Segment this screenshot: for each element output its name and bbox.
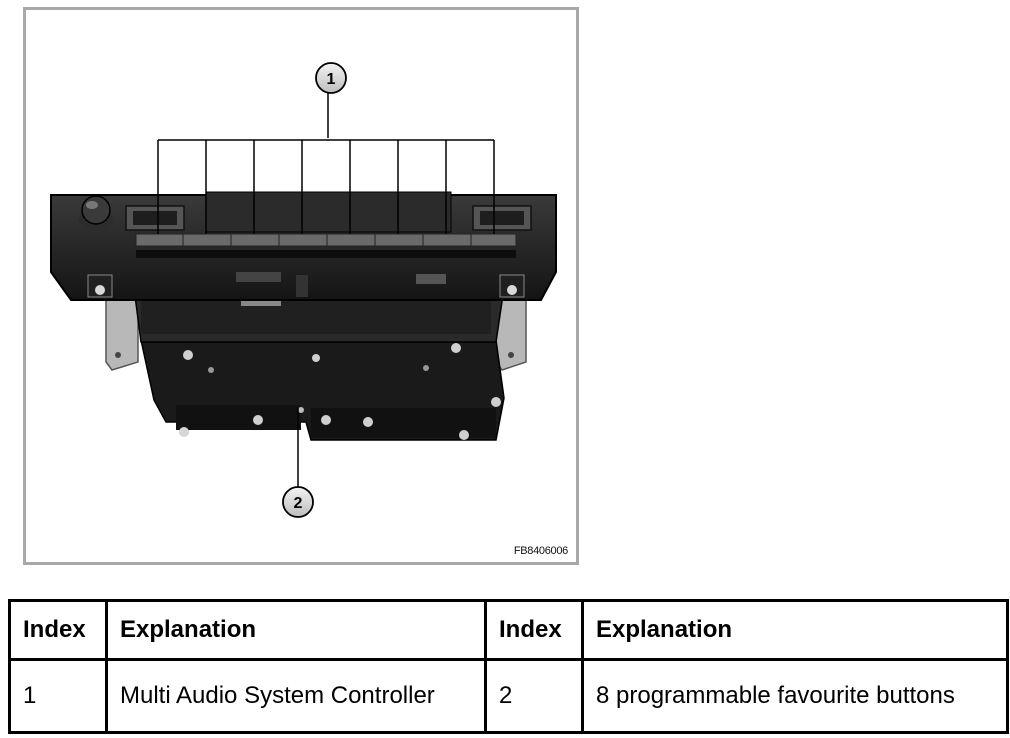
drive-section	[133, 287, 505, 343]
figure-code: FB8406006	[513, 545, 568, 557]
audio-unit-illustration: 1 2	[50, 62, 557, 518]
cell-explanation-2: 8 programmable favourite buttons	[581, 658, 1009, 734]
cell-index-1: 1	[8, 658, 108, 734]
header-index-1: Index	[8, 599, 108, 661]
figure-frame: 1 2 FB8406006	[23, 7, 579, 565]
volume-knob	[79, 195, 113, 230]
legend-row: 1 Multi Audio System Controller 2 8 prog…	[8, 658, 1009, 734]
header-explanation-1: Explanation	[105, 599, 487, 661]
legend-header-row: Index Explanation Index Explanation	[8, 599, 1009, 661]
front-panel	[50, 191, 557, 301]
callout-1: 1	[315, 62, 347, 94]
callout-2: 2	[282, 486, 314, 518]
legend-table: Index Explanation Index Explanation 1 Mu…	[8, 599, 1009, 734]
header-explanation-2: Explanation	[581, 599, 1009, 661]
cell-explanation-1: Multi Audio System Controller	[105, 658, 487, 734]
callout-1-leaders	[157, 93, 495, 234]
chassis-body	[140, 339, 505, 441]
callout-1-label: 1	[327, 71, 336, 88]
callout-2-label: 2	[294, 495, 303, 512]
header-index-2: Index	[484, 599, 584, 661]
cell-index-2: 2	[484, 658, 584, 734]
